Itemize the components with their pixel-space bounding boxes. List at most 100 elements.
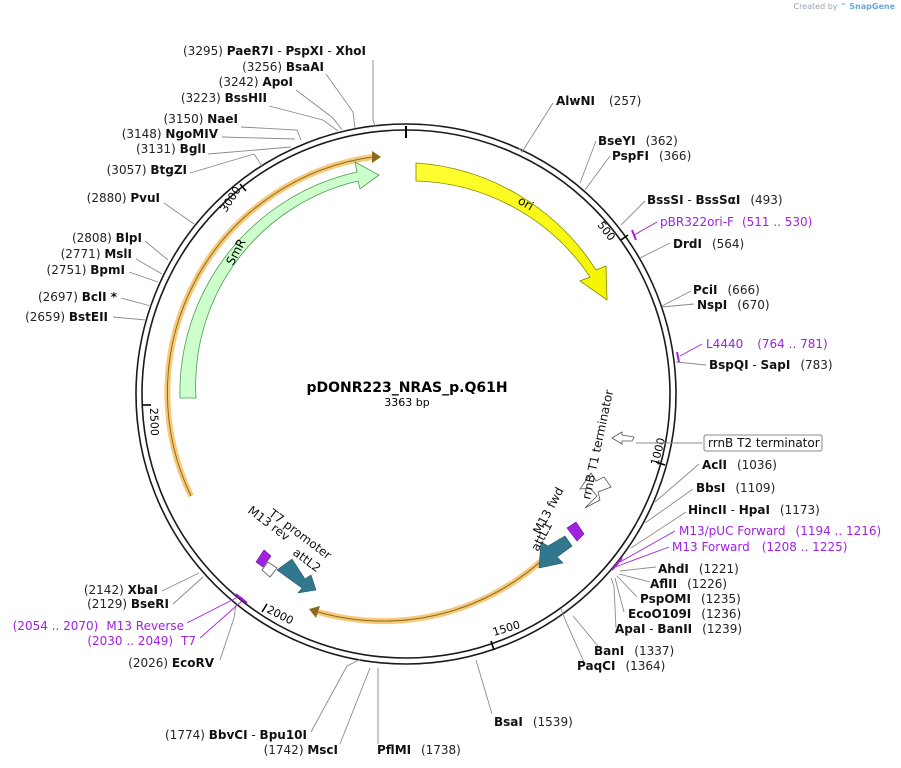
leader-l4440 [679,343,703,357]
leader-apai [610,577,617,629]
site-label-bgli: (3131) BglI [136,142,206,156]
tick-mark-3000 [239,183,247,192]
site-label-bpmi: (2751) BpmI [47,263,125,277]
site-label-paqci: PaqCI(1364) [577,659,665,673]
t7-promoter-feature [261,561,278,578]
site-label-bani: BanI(1337) [594,644,674,658]
leader-bsteii [112,316,147,321]
leader-bgli [207,146,292,155]
leader-apoi [295,89,343,131]
tick-label-2000: 2000 [265,603,296,627]
site-label-ecoo109i: EcoO109I(1236) [628,607,741,621]
leader-bspqi [675,361,707,366]
leader-pvui [163,202,195,225]
leader-m13-forward [614,546,670,568]
ori-label: ori [516,193,537,213]
tick-mark-1500 [490,640,495,651]
attl1-feature [538,535,573,569]
leader-hincii [630,511,687,549]
leader-msli [135,258,163,275]
tick-mark-1000 [655,461,666,466]
insert-highlight-left-line [166,156,373,497]
backbone-outer-ring [135,123,677,665]
leader-bsaai [325,73,356,129]
site-label-drdi: DrdI(564) [673,237,744,251]
site-label-bsshii: (3223) BssHII [181,91,267,105]
leader-bsshii [268,105,339,132]
insert-highlight-bottom [317,538,565,625]
site-label-ahdi: AhdI(1221) [658,562,739,576]
leader-bcli [120,297,152,307]
primer-label-t7: (2030 .. 2049)T7 [87,634,196,648]
leader-bbsi [644,488,694,524]
rrnb-t1-terminator-feature [579,472,612,509]
leader-aflii [618,573,651,583]
site-label-apoi: (3242) ApoI [219,75,293,89]
primer-label-m13-reverse: (2054 .. 2070)M13 Reverse [13,619,184,633]
leader-xhoi [372,60,376,127]
leader-pbr322ori-f [633,221,658,236]
site-label-xbai: (2142) XbaI [84,583,158,597]
site-label-bspqi: BspQI - SapI(783) [709,358,833,372]
leader-pspfi [584,155,611,191]
smr-label: SmR [223,236,248,267]
leader-pcii [661,290,692,307]
leader-m13-puc-forward [619,530,676,563]
site-label-pvui: (2880) PvuI [87,191,160,205]
rrnb-t2-callout-box [703,434,823,452]
leader-bsssi [620,200,646,226]
site-label-bbsi: BbsI(1109) [696,481,775,495]
leader-bseyi [579,140,597,184]
snapgene-credit: Created by ⌃ SnapGene [793,2,895,11]
site-label-bbvci: (1774) BbvCI - Bpu10I [165,728,307,742]
credit-brand: SnapGene [849,2,895,11]
snapgene-logo: ⌃ [840,2,847,11]
rrnb-t2-terminator-label: rrnB T2 terminator [708,436,820,450]
site-label-pcii: PciI(666) [693,283,760,297]
leader-nspi [661,303,695,308]
leader-msci [339,667,371,745]
leader-bani [572,615,599,647]
site-label-ecorv: (2026) EcoRV [128,656,215,670]
primer-marker-t7 [239,596,248,604]
leader-paqci [560,608,585,663]
smr-feature [179,161,380,399]
site-label-pflmi: PflMI (1738) [377,743,461,757]
leader-drdi [639,242,671,259]
primer-leaders [186,221,703,639]
site-leaders-right [517,102,707,663]
primer-label-pbr322ori-f: pBR322ori-F(511 .. 530) [660,215,812,229]
m13-fwd-feature [566,521,585,542]
leader-ecoo109i [614,577,625,613]
primer-label-m13-puc-forward: M13/pUC Forward(1194 .. 1216) [679,524,881,538]
leader-acli [654,463,700,503]
site-label-bsai: BsaI(1539) [494,715,573,729]
credit-prefix: Created by [793,2,838,11]
site-labels-right: PflMI (1738) BsaI(1539) PaqCI(1364) BanI… [377,94,833,757]
tick-mark-500 [620,234,629,241]
tick-label-1500: 1500 [491,618,522,639]
site-label-pspfi: PspFI(366) [612,149,691,163]
site-label-bseri: (2129) BseRI [87,597,169,611]
attl2-feature [276,558,317,594]
site-label-ngomiv: (3148) NgoMIV [122,127,219,141]
site-label-acli: AclI(1036) [702,458,777,472]
site-label-pspomi: PspOMI(1235) [640,592,741,606]
primer-labels: pBR322ori-F(511 .. 530) L4440(764 .. 781… [13,215,882,648]
leader-btgzi [189,153,263,174]
tick-marks [142,183,666,651]
leader-naei [240,126,302,141]
leader-t7 [199,600,243,639]
tick-mark-2000 [261,603,268,613]
leader-bbvci [310,658,362,733]
site-label-msli: (2771) MslI [61,247,132,261]
leader-alwni [517,102,554,153]
site-label-msci: (1742) MscI [264,743,338,757]
site-label-naei: (3150) NaeI [164,112,238,126]
site-label-bsteii: (2659) BstEII [25,310,108,324]
site-label-bsssi: BssSI - BssSαI(493) [647,193,783,207]
leader-bsai [475,659,493,715]
plasmid-length: 3363 bp [384,396,429,409]
primer-label-l4440: L4440(764 .. 781) [706,337,828,351]
leader-pspomi [616,575,638,598]
